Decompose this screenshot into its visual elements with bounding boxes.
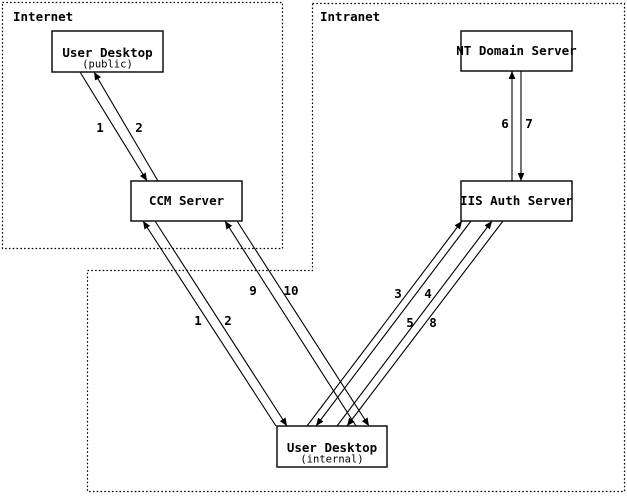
step-label-2-internal: 2 xyxy=(224,313,232,328)
arrow-step2-internal-desktop-to-ccm xyxy=(142,220,277,427)
intranet-region-label: Intranet xyxy=(320,9,380,24)
node-box-user-desktop-internal xyxy=(276,425,388,468)
step-label-3: 3 xyxy=(394,286,402,301)
step-label-1-public: 1 xyxy=(96,120,104,135)
step-label-4: 4 xyxy=(424,286,432,301)
node-subtitle-user-desktop-internal: (internal) xyxy=(300,454,363,466)
node-user-desktop-internal: User Desktop (internal) xyxy=(276,425,388,468)
node-title-user-desktop-internal: User Desktop xyxy=(287,440,377,455)
step-label-1-internal: 1 xyxy=(194,313,202,328)
internet-region-border xyxy=(1,1,284,250)
arrow-step5-internal-desktop-to-iis xyxy=(336,220,493,427)
step-label-5: 5 xyxy=(406,315,414,330)
step-label-6: 6 xyxy=(501,116,509,131)
arrow-step4-iis-to-internal-desktop xyxy=(315,220,472,427)
arrow-step9-internal-desktop-to-ccm xyxy=(224,220,357,427)
node-box-iis-auth-server xyxy=(460,180,573,222)
node-iis-auth-server: IIS Auth Server xyxy=(460,180,573,222)
step-label-10: 10 xyxy=(283,283,298,298)
arrow-step1-public-desktop-to-ccm xyxy=(79,71,148,182)
node-title-user-desktop-public: User Desktop xyxy=(62,45,152,60)
arrow-step3-internal-desktop-to-iis xyxy=(306,220,463,427)
intranet-region-border xyxy=(86,2,626,493)
node-box-nt-domain-server xyxy=(460,30,573,72)
arrow-step8-iis-to-internal-desktop xyxy=(346,220,504,427)
internet-region-label: Internet xyxy=(13,9,73,24)
step-label-9: 9 xyxy=(249,283,257,298)
arrow-step2-ccm-to-public-desktop xyxy=(93,71,159,182)
step-label-8: 8 xyxy=(429,315,437,330)
node-subtitle-user-desktop-public: (public) xyxy=(82,59,133,71)
arrow-step1-ccm-to-internal-desktop xyxy=(154,220,288,427)
arrow-step10-ccm-to-internal-desktop xyxy=(236,220,370,427)
node-box-user-desktop-public xyxy=(51,30,164,73)
node-box-ccm-server xyxy=(130,180,243,222)
step-label-7: 7 xyxy=(525,116,533,131)
node-title-ccm-server: CCM Server xyxy=(149,193,225,208)
node-title-nt-domain-server: NT Domain Server xyxy=(456,43,577,58)
step-label-2-public: 2 xyxy=(135,120,143,135)
node-ccm-server: CCM Server xyxy=(130,180,243,222)
node-user-desktop-public: User Desktop (public) xyxy=(51,30,164,73)
node-title-iis-auth-server: IIS Auth Server xyxy=(460,193,573,208)
node-nt-domain-server: NT Domain Server xyxy=(456,30,577,72)
